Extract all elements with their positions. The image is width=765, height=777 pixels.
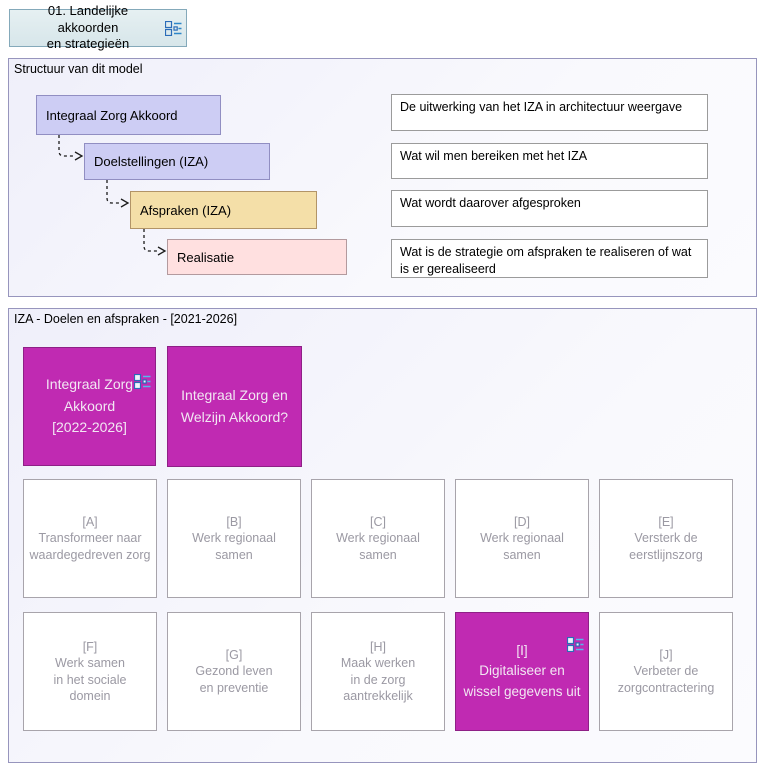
- goal-box-h[interactable]: [H] Maak werken in de zorg aantrekkelijk: [311, 612, 445, 731]
- goal-box-f[interactable]: [F] Werk samen in het sociale domein: [23, 612, 157, 731]
- note-text: Wat wil men bereiken met het IZA: [400, 149, 588, 163]
- node-afspraken-iza[interactable]: Afspraken (IZA): [130, 191, 317, 229]
- annotation-note-doelstellingen[interactable]: Wat wil men bereiken met het IZA: [391, 143, 708, 179]
- view-reference-icon: [165, 20, 182, 36]
- goal-label: [C] Werk regionaal samen: [336, 515, 420, 562]
- node-doelstellingen-iza[interactable]: Doelstellingen (IZA): [84, 143, 270, 180]
- goal-label: [H] Maak werken in de zorg aantrekkelijk: [340, 640, 416, 703]
- node-label: Doelstellingen (IZA): [94, 154, 209, 169]
- agreement-box-izwa[interactable]: Integraal Zorg en Welzijn Akkoord?: [167, 346, 302, 467]
- goal-label: [B] Werk regionaal samen: [192, 515, 276, 562]
- agreement-label: Integraal Zorg Akkoord [2022-2026]: [45, 375, 134, 436]
- note-text: Wat is de strategie om afspraken te real…: [400, 245, 692, 276]
- annotation-note-uitwerking[interactable]: De uitwerking van het IZA in architectuu…: [391, 94, 708, 131]
- structure-group-title: Structuur van dit model: [14, 62, 143, 76]
- agreement-label: Integraal Zorg en Welzijn Akkoord?: [180, 386, 289, 425]
- goal-box-i[interactable]: [I] Digitaliseer en wissel gegevens uit: [455, 612, 589, 731]
- goal-label: [E] Versterk de eerstlijnszorg: [629, 515, 703, 562]
- node-label: Realisatie: [177, 249, 235, 265]
- structure-group[interactable]: Structuur van dit model Integraal Zorg A…: [8, 58, 757, 297]
- node-integraal-zorg-akkoord[interactable]: Integraal Zorg Akkoord: [36, 95, 221, 135]
- goal-box-d[interactable]: [D] Werk regionaal samen: [455, 479, 589, 598]
- goal-box-j[interactable]: [J] Verbeter de zorgcontractering: [599, 612, 733, 731]
- goal-box-b[interactable]: [B] Werk regionaal samen: [167, 479, 301, 598]
- note-text: Wat wordt daarover afgesproken: [400, 196, 581, 210]
- goal-box-c[interactable]: [C] Werk regionaal samen: [311, 479, 445, 598]
- view-reference-icon: [133, 352, 151, 395]
- model-title-box[interactable]: 01. Landelijke akkoorden en strategieën: [9, 3, 187, 51]
- node-label: Afspraken (IZA): [140, 202, 232, 218]
- view-reference-icon: [566, 617, 584, 659]
- goal-box-a[interactable]: [A] Transformeer naar waardegedreven zor…: [23, 479, 157, 598]
- goal-label: [A] Transformeer naar waardegedreven zor…: [29, 515, 151, 562]
- node-label: Integraal Zorg Akkoord: [46, 107, 178, 123]
- agreement-box-iza[interactable]: Integraal Zorg Akkoord [2022-2026]: [23, 347, 156, 466]
- annotation-note-afspraken[interactable]: Wat wordt daarover afgesproken: [391, 190, 708, 227]
- goal-label: [G] Gezond leven en preventie: [195, 648, 273, 695]
- goal-label: [F] Werk samen in het sociale domein: [53, 640, 127, 703]
- note-text: De uitwerking van het IZA in architectuu…: [400, 100, 683, 114]
- goal-label: [D] Werk regionaal samen: [480, 515, 564, 562]
- goal-label: [I] Digitaliseer en wissel gegevens uit: [463, 643, 581, 699]
- goal-box-g[interactable]: [G] Gezond leven en preventie: [167, 612, 301, 731]
- iza-group[interactable]: IZA - Doelen en afspraken - [2021-2026] …: [8, 308, 757, 763]
- node-realisatie[interactable]: Realisatie: [167, 239, 347, 275]
- iza-group-title: IZA - Doelen en afspraken - [2021-2026]: [14, 312, 238, 326]
- goal-box-e[interactable]: [E] Versterk de eerstlijnszorg: [599, 479, 733, 598]
- goal-label: [J] Verbeter de zorgcontractering: [617, 648, 715, 695]
- model-title: 01. Landelijke akkoorden en strategieën: [46, 2, 130, 52]
- annotation-note-realisatie[interactable]: Wat is de strategie om afspraken te real…: [391, 239, 708, 278]
